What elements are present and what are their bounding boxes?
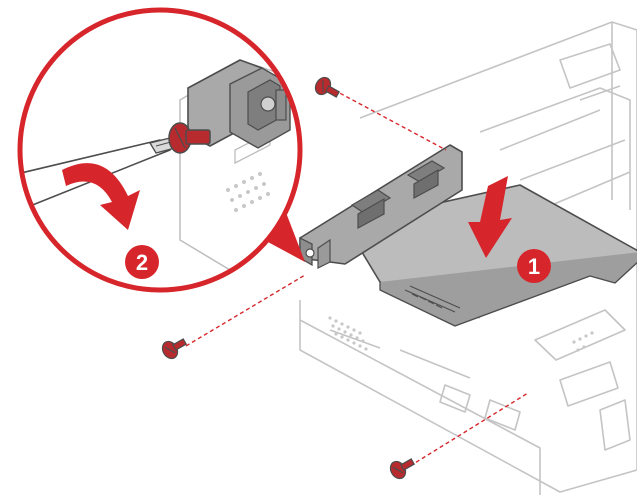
magnifier-pointer (255, 210, 305, 262)
card-ports (350, 160, 446, 230)
callout-1: 1 (517, 249, 551, 283)
chassis-vents (328, 316, 594, 352)
pci-express-card (299, 144, 637, 327)
callout-2: 2 (125, 245, 159, 279)
callout-2-number: 2 (136, 250, 148, 275)
screw-left (161, 338, 188, 360)
magnifier-ring (17, 7, 303, 293)
screw-magnified (168, 122, 211, 154)
screw-guide-lines (185, 89, 529, 467)
magnified-detail (17, 7, 305, 293)
callout-1-number: 1 (528, 254, 540, 279)
screw-bottom (389, 458, 416, 480)
card-edge-connector (404, 285, 461, 313)
rotate-screwdriver-arrow (62, 163, 140, 230)
bracket-screw-hole (305, 248, 315, 258)
press-down-arrow (468, 176, 512, 258)
screw-top (314, 76, 341, 98)
